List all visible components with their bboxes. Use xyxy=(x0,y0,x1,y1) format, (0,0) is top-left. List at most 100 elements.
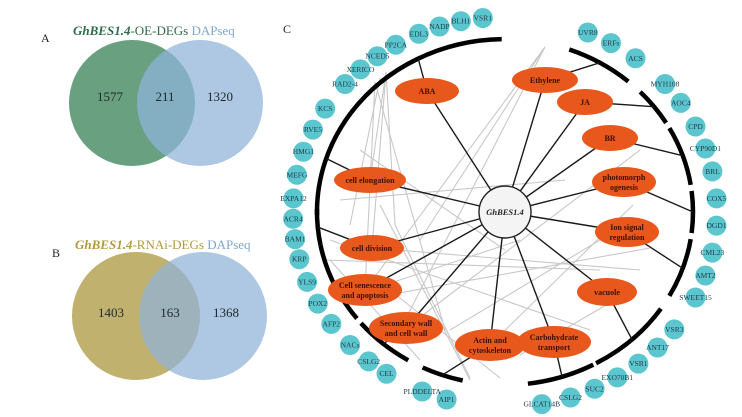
category-ellipse xyxy=(512,67,578,93)
leaf-circle[interactable] xyxy=(367,46,388,67)
leaf-circle[interactable] xyxy=(450,11,471,32)
category-label: BR xyxy=(604,134,615,143)
category-label: regulation xyxy=(610,233,646,242)
leaf-label: HMG1 xyxy=(293,147,315,156)
category-label: and apoptosis xyxy=(342,291,389,300)
leaf-circle[interactable] xyxy=(293,141,314,162)
leaf-circle[interactable] xyxy=(321,313,342,334)
cross-edge xyxy=(324,259,601,271)
category-label: Ethylene xyxy=(530,76,561,85)
leaf-circle[interactable] xyxy=(376,363,397,384)
leaf-circle[interactable] xyxy=(285,229,306,250)
panel-b-gene-name: GhBES1.4 xyxy=(75,237,133,252)
leaf-circle[interactable] xyxy=(385,34,406,55)
leaf-label: RAD2-4 xyxy=(332,80,358,89)
category-node-ja[interactable]: JA xyxy=(557,89,613,115)
leaf-circle[interactable] xyxy=(695,265,716,286)
leaf-circle[interactable] xyxy=(647,337,668,358)
leaf-circle[interactable] xyxy=(670,92,691,113)
leaf-circle[interactable] xyxy=(472,8,493,28)
leaf-circle[interactable] xyxy=(436,389,457,410)
leaf-circle[interactable] xyxy=(702,161,723,182)
leaf-circle[interactable] xyxy=(625,48,646,69)
leaf-circle[interactable] xyxy=(685,287,706,308)
leaf-circle[interactable] xyxy=(297,271,318,292)
leaf-circle[interactable] xyxy=(315,98,336,119)
leaf-label: AFP2 xyxy=(323,319,341,328)
leaf-label: ACS xyxy=(628,54,643,63)
leaf-label: YLS9 xyxy=(298,277,316,286)
venn-b-right-circle xyxy=(139,252,267,380)
category-arcs xyxy=(314,36,696,386)
leaf-circle[interactable] xyxy=(286,164,307,185)
leaf-circle[interactable] xyxy=(655,74,675,94)
leaf-circle[interactable] xyxy=(706,188,727,209)
leaf-circle[interactable] xyxy=(340,335,360,355)
leaf-circle[interactable] xyxy=(531,394,552,415)
category-node-aba[interactable]: ABA xyxy=(395,78,459,104)
category-label: Ion signal xyxy=(610,223,644,232)
category-node-br[interactable]: BR xyxy=(582,125,638,151)
category-node-elong[interactable]: cell elongation xyxy=(334,167,406,193)
leaf-circle[interactable] xyxy=(706,215,727,236)
leaf-label: ANT17 xyxy=(646,343,669,352)
leaf-label: RVE5 xyxy=(304,125,322,134)
leaf-circle[interactable] xyxy=(702,242,723,263)
leaf-circle[interactable] xyxy=(412,381,433,402)
leaf-circle[interactable] xyxy=(283,208,304,229)
leaf-circle[interactable] xyxy=(577,22,598,43)
leaf-circle[interactable] xyxy=(408,23,429,44)
leaf-circle[interactable] xyxy=(601,33,621,54)
leaf-circle[interactable] xyxy=(289,249,310,270)
leaf-label: NCED5 xyxy=(365,52,389,61)
leaf-circle[interactable] xyxy=(358,351,379,372)
leaf-circle[interactable] xyxy=(307,293,328,314)
leaf-label: CSLG2 xyxy=(357,357,380,366)
leaf-circle[interactable] xyxy=(283,188,304,209)
panel-b-letter: B xyxy=(52,246,61,260)
category-arc-ion xyxy=(667,238,693,298)
leaf-label: BRL xyxy=(705,167,720,176)
leaf-circle[interactable] xyxy=(429,16,450,37)
category-node-vacuole[interactable]: vacuole xyxy=(577,278,637,306)
leaf-circle[interactable] xyxy=(664,319,685,340)
leaf-circle[interactable] xyxy=(350,59,371,80)
category-ellipse xyxy=(340,235,404,261)
leaf-circle[interactable] xyxy=(695,138,716,159)
venn-a-right-circle xyxy=(137,40,263,166)
leaf-circle[interactable] xyxy=(607,367,628,388)
category-node-ethylene[interactable]: Ethylene xyxy=(512,67,578,93)
panel-a-letter: A xyxy=(41,31,50,45)
category-label: vacuole xyxy=(594,288,620,297)
category-label: transport xyxy=(538,343,571,352)
category-label: cytoskeleton xyxy=(469,346,512,355)
leaf-label: GLCAT14B xyxy=(523,400,560,409)
center-circle xyxy=(478,185,532,239)
leaf-circle[interactable] xyxy=(628,353,649,374)
leaf-label: COX5 xyxy=(707,194,727,203)
leaf-circle[interactable] xyxy=(584,378,605,399)
cross-edge xyxy=(371,71,387,249)
cross-edge xyxy=(369,71,387,181)
leaf-circle[interactable] xyxy=(685,116,706,137)
leaf-label: AMT2 xyxy=(695,271,716,280)
category-ellipse xyxy=(328,274,402,306)
leaf-circle[interactable] xyxy=(302,119,323,140)
panel-b-dapseq-label: DAPseq xyxy=(207,237,251,252)
cross-edge xyxy=(449,239,601,331)
leaf-circle[interactable] xyxy=(335,74,355,94)
leaf-circle[interactable] xyxy=(560,387,581,408)
leaf-label: MYH108 xyxy=(651,80,680,89)
leaf-label: EDL3 xyxy=(410,29,429,38)
category-node-division[interactable]: cell division xyxy=(340,235,404,261)
center-label: GhBES1.4 xyxy=(486,207,524,217)
category-label: Carbohydrate xyxy=(530,333,579,342)
